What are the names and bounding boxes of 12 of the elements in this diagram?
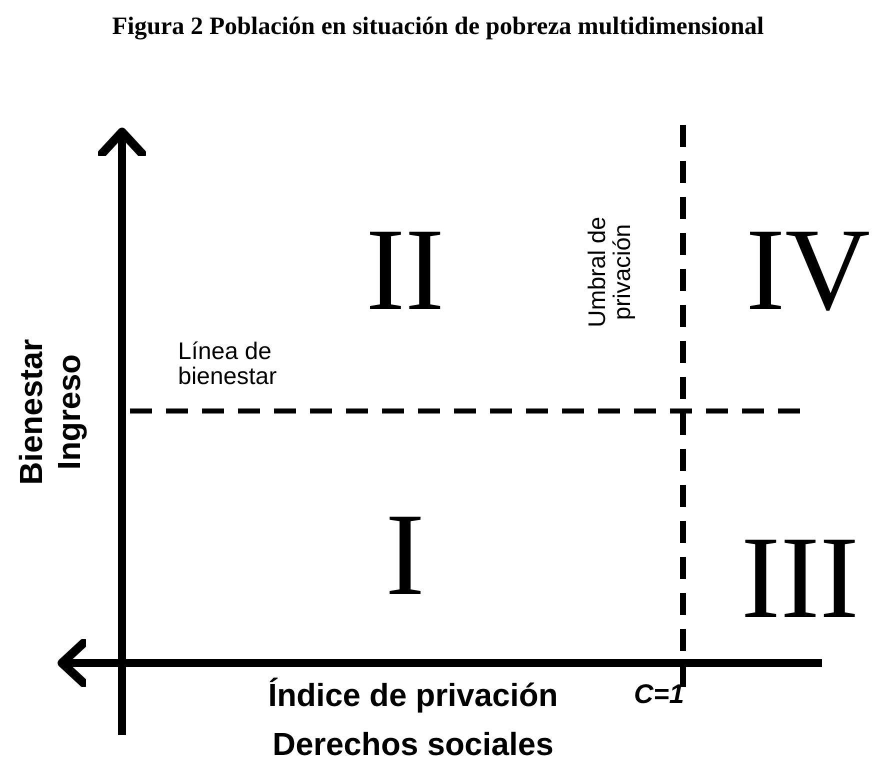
quadrant-label: II [366, 208, 444, 332]
quadrant-label: I [385, 493, 425, 617]
axis-label: Bienestar [15, 339, 49, 485]
axis-label: Índice de privación [268, 679, 558, 713]
quadrant-label: IV [746, 208, 870, 332]
quadrant-label: III [741, 516, 859, 640]
line-label: Línea de bienestar [178, 338, 278, 390]
tick-label: C=1 [634, 680, 684, 708]
axis-label: Ingreso [53, 354, 87, 470]
axis-label: Derechos sociales [272, 728, 554, 762]
line-label: Umbral de privación [584, 216, 636, 330]
figure-title: Figura 2 Población en situación de pobreza multidimensional [111, 12, 765, 42]
